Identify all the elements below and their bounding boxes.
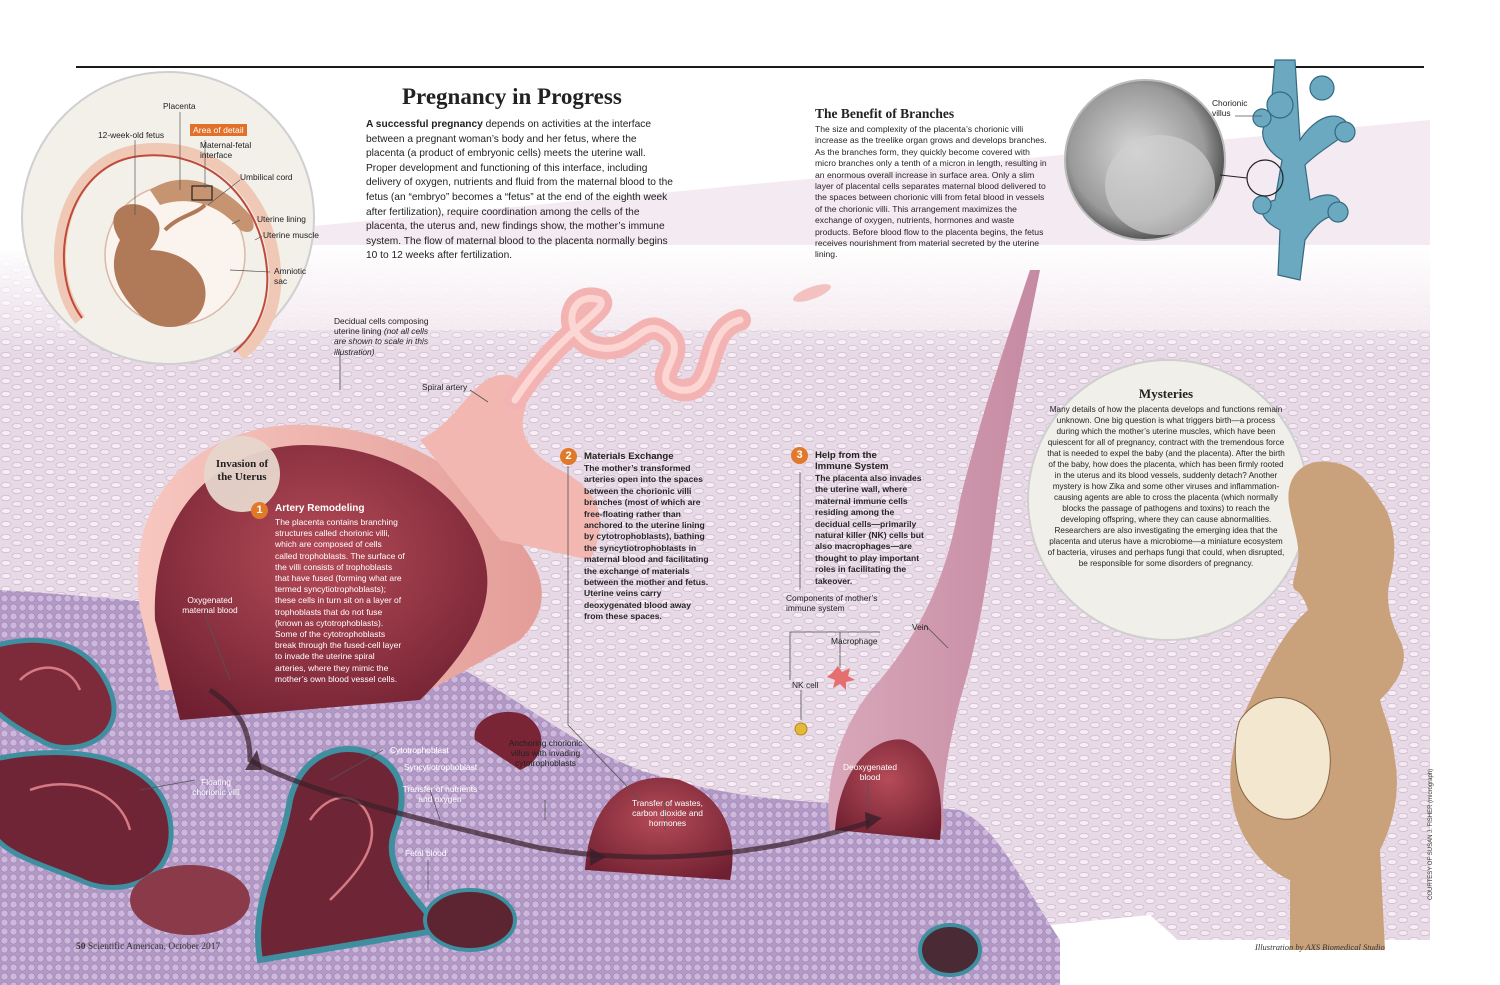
intro-text: depends on activities at the interface b… [366,119,673,262]
step-2-text: The mother’s transformed arteries open i… [584,463,709,622]
area-of-detail-badge: Area of detail [190,124,247,136]
uterine-lining-icon [62,154,269,353]
artery-fragment [793,284,831,302]
decidual-text: Decidual cells composing uterine lining [334,316,429,337]
step-1-text: The placenta contains branching structur… [275,517,405,684]
placenta-label: Placenta [163,101,196,111]
spiral-artery-neck [420,374,600,560]
right-margin [1430,60,1500,985]
fetus-label: 12-week-old fetus [98,130,165,140]
page-number: 50 [76,942,86,952]
anchoring-villus [254,746,446,964]
spiral-artery-label: Spiral artery [422,382,468,392]
micrograph-villus-tip [1105,135,1215,235]
interface-label: Maternal-fetal interface [200,140,252,161]
vein-opening [835,739,942,840]
fetal-vessel-loop-1 [308,796,374,901]
magazine-issue: Scientific American, October 2017 [87,942,221,952]
fetal-vessel-loop-2 [19,666,82,691]
floating-villi-label: Floating chorionic villi [192,777,240,798]
macrophage-label: Macrophage [831,636,878,646]
nk-cell-icon [794,722,808,736]
step-2-number: 2 [560,448,577,465]
fetal-blood-label: Fetal blood [405,848,447,858]
fetal-vessel-loop-3 [29,783,132,831]
mysteries-text: Many details of how the placenta develop… [1047,405,1285,568]
vein-wall [828,270,1040,830]
vein-label: Vein [912,622,929,632]
villus-stub-1 [130,865,250,935]
immune-components-label: Components of mother’s immune system [786,593,878,614]
deoxygenated-label: Deoxygenated blood [842,762,897,783]
transfer-nutrients-label: Transfer of nutrients and oxygen [402,784,478,805]
spiral-artery-coil-highlight [511,294,744,404]
step-1-heading: Artery Remodeling [275,503,365,514]
invasion-label: Invasion of the Uterus [215,458,269,483]
mysteries-heading: Mysteries [1138,386,1194,401]
uterine-muscle-icon [54,142,282,360]
step-3-text: The placenta also invades the uterine wa… [815,473,924,586]
placenta-icon [150,179,254,233]
syncytiotrophoblast-label: Syncytiotrophoblast [404,762,478,772]
page-title: Pregnancy in Progress [402,84,622,109]
top-rule [76,66,1424,68]
area-of-detail-box [191,185,213,201]
intervillous-space-left [474,711,542,770]
umbilical-cord-icon [163,203,207,232]
fetus-icon [113,204,206,327]
uterine-muscle-label: Uterine muscle [263,230,319,240]
blood-flow-arrow [208,687,871,860]
decidual-label: Decidual cells composing uterine lining … [334,316,432,357]
transfer-wastes-label: Transfer of wastes, carbon dioxide and h… [632,798,703,829]
tissue-bottom-edge [960,915,1430,985]
intro-paragraph: A successful pregnancy depends on activi… [366,118,676,264]
uterine-lining-label: Uterine lining [257,214,306,224]
mysteries-block: Mysteries Many details of how the placen… [1047,386,1285,569]
oxygenated-label: Oxygenated maternal blood [182,595,238,616]
villus-detail-line [1219,174,1248,179]
villus-stub-2 [423,888,517,952]
decidual-note: (not all cells are shown to scale in thi… [334,326,429,357]
cytotrophoblast-label: Cytotrophoblast [390,745,449,755]
invasion-badge [204,436,280,512]
illustration-credit: Illustration by AXS Biomedical Studio [1255,942,1385,952]
arrowhead-3 [865,812,882,830]
pregnant-woman-silhouette [1230,461,1404,950]
amniotic-sac-label: Amniotic sac [274,266,307,287]
maternal-blood-space [154,445,488,720]
nk-cell-label: NK cell [792,680,819,690]
step-3-heading: Help from the Immune System [815,450,889,472]
step-2-heading: Materials Exchange [584,451,674,462]
intro-lead: A successful pregnancy [366,119,483,130]
footer-left: 50 Scientific American, October 2017 [76,942,220,952]
step-3-number: 3 [791,447,808,464]
umbilical-cord-label: Umbilical cord [240,172,293,182]
belly-uterus-icon [1234,697,1331,820]
micrograph-credit: COURTESY OF SUSAN J. FISHER (micrograph) [1428,768,1434,900]
floating-villus-left [0,637,117,751]
arrowhead-2 [590,848,606,866]
arrowhead-1 [245,750,262,770]
villus-label: Chorionic villus [1212,98,1248,119]
leader-lines [139,352,949,890]
branches-text: The size and complexity of the placenta’… [815,124,1047,260]
macrophage-icon [827,666,855,690]
step-1-number: 1 [251,502,268,519]
anchoring-villus-label: Anchoring chorionic villus with invading… [508,738,583,769]
branches-heading: The Benefit of Branches [815,106,955,121]
villus-stub-3 [918,923,982,977]
chorionic-villus-icon [1252,59,1356,281]
inset-leaders [134,112,271,273]
